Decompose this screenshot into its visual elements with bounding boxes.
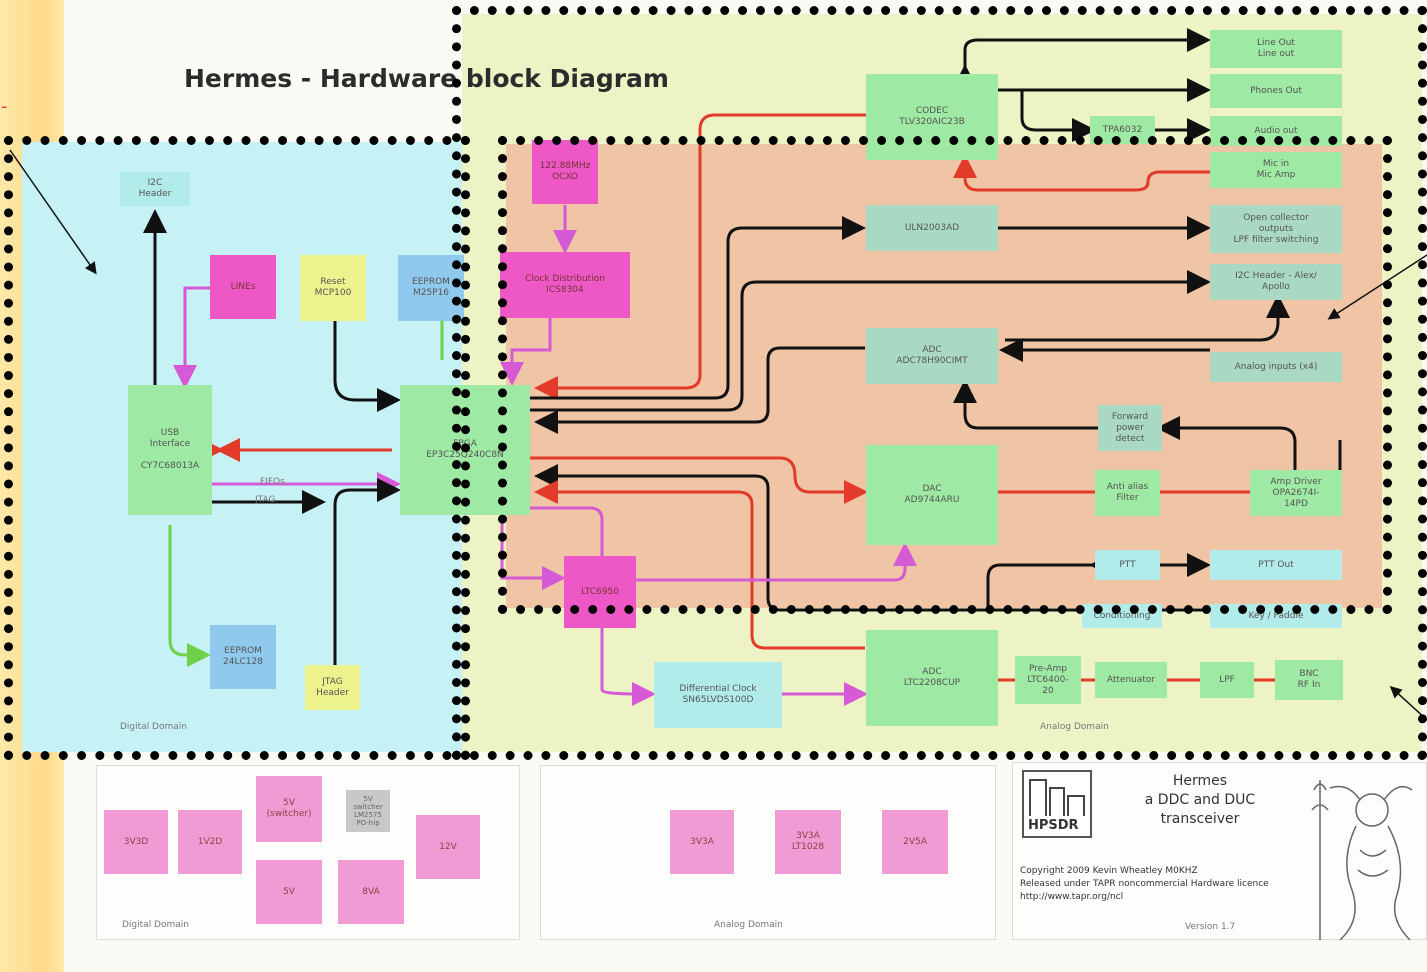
wire-pll-dac (636, 542, 917, 582)
clock-oscillator-block: 122.88MHz OCXO (532, 140, 598, 204)
hermes-figure-illustration (1311, 780, 1413, 941)
power-5v-switcher: 5V (switcher) (256, 776, 322, 842)
usb-interface-block: USB Interface CY7C68013A (128, 385, 212, 515)
eeprom-usb-block: EEPROM 24LC128 (210, 625, 276, 689)
power-1v2d: 1V2D (178, 810, 242, 874)
digital-domain-label: Digital Domain (120, 722, 187, 732)
wire-fpga-uln (530, 216, 866, 400)
power-8va: 8VA (338, 860, 404, 924)
wire-adc-fpga (534, 346, 865, 434)
power-3v3a: 3V3A (670, 810, 734, 874)
fpga-block: FPGA EP3C25Q240C8N (400, 385, 530, 515)
anti-alias-filter-block: Anti alias Filter (1095, 470, 1160, 516)
pointer-arrow-digital (9, 149, 97, 275)
hpsdr-logo-icon (1029, 779, 1085, 816)
footer-heading-3: transceiver (1160, 811, 1240, 827)
license-text: Released under TAPR noncommercial Hardwa… (1020, 879, 1269, 889)
differential-clock-block: Differential Clock SN65LVDS100D (654, 662, 782, 728)
power-3v3d: 3V3D (104, 810, 168, 874)
hpsdr-logo-text: HPSDR (1028, 818, 1079, 833)
cut-off-marker: - (1, 96, 8, 117)
wire-reset-fpga (333, 320, 401, 412)
ptt-out-block: PTT Out (1210, 550, 1342, 580)
mic-in-block: Mic in Mic Amp (1210, 152, 1342, 188)
analog-domain-label: Analog Domain (1040, 722, 1109, 732)
wire-fwd-adc (953, 379, 1098, 430)
i2c-header-block: I2C Header (120, 172, 190, 206)
ptt-block: PTT (1095, 550, 1160, 580)
footer-heading-2: a DDC and DUC (1144, 792, 1256, 808)
power-12v: 12V (416, 815, 480, 879)
conditioning-block: Conditioning (1082, 604, 1162, 628)
wire-fpga-dac (530, 456, 868, 504)
lpf-block: LPF (1200, 662, 1254, 698)
wire-usb-eeprom (168, 525, 211, 667)
switcher-note: 5V switcher LM2575 PO-hip (346, 790, 390, 832)
audio-out-block: Audio out (1210, 116, 1342, 146)
diagram-title: Hermes - Hardware block Diagram (184, 64, 669, 93)
amp-driver-block: Amp Driver OPA2674I- 14PD (1250, 470, 1342, 516)
tpa-amp-block: TPA6032 (1090, 116, 1155, 144)
pll-block: LTC6950 (564, 556, 636, 628)
footer-heading-1: Hermes (1172, 773, 1228, 789)
attenuator-block: Attenuator (1095, 662, 1167, 698)
fifo-label: FIFOs (260, 477, 285, 487)
i2c-header-alex-block: I2C Header - Alex/ Apollo (1210, 264, 1342, 300)
power-5v: 5V (256, 860, 322, 924)
wire-dist-fpga (500, 318, 552, 386)
digital-power-label: Digital Domain (122, 920, 189, 930)
copyright-text: Copyright 2009 Kevin Wheatley M0KHZ (1020, 866, 1198, 876)
wire-adc-alex (1005, 294, 1290, 342)
pointer-arrow-analog (1389, 685, 1427, 721)
line-out-block: Line Out Line out (1210, 30, 1342, 68)
wire-adc-main-fpga (534, 480, 865, 650)
bnc-rf-in-block: BNC RF In (1275, 660, 1343, 700)
jtag-label: JTAG (255, 495, 276, 505)
wire-codec-line (953, 28, 1211, 88)
wire-codec-fpga (534, 113, 866, 400)
codec-block: CODEC TLV320AIC23B (866, 74, 998, 160)
phones-out-block: Phones Out (1210, 74, 1342, 108)
clock-distribution-block: Clock Distribution ICS8304 (500, 252, 630, 318)
wire-fpga-pll (500, 520, 566, 590)
preamp-block: Pre-Amp LTC6400- 20 (1015, 656, 1081, 704)
power-2v5a: 2V5A (882, 810, 948, 874)
key-paddle-block: Key / Paddle (1210, 604, 1342, 628)
uln-driver-block: ULN2003AD (866, 205, 998, 251)
lines-block: LINEs (210, 255, 276, 319)
pointer-arrow-rf (1327, 254, 1427, 320)
power-3v3a-lt1028: 3V3A LT1028 (775, 810, 841, 874)
open-collector-block: Open collector outputs LPF filter switch… (1210, 205, 1342, 253)
hpsdr-logo: HPSDR (1022, 770, 1092, 838)
wire-lines-usb (173, 286, 210, 389)
jtag-header-block: JTAG Header (305, 665, 360, 710)
wire-ptt (986, 553, 1113, 608)
wire-amp-fwd (1156, 416, 1297, 470)
wire-codec-tpa (1020, 90, 1096, 142)
wire-jtag-fpga (333, 478, 401, 665)
dac-block: DAC AD9744ARU (866, 445, 998, 545)
wire-fpga-i2c (530, 270, 1211, 412)
eeprom-fpga-block: EEPROM M25P16 (398, 255, 464, 321)
main-adc-block: ADC LTC2208CUP (866, 630, 998, 726)
forward-power-block: Forward power detect (1098, 405, 1162, 451)
reset-block: Reset MCP100 (300, 255, 366, 321)
aux-adc-block: ADC ADC78H90CIMT (866, 328, 998, 384)
wire-mic-codec (953, 154, 1210, 192)
version-text: Version 1.7 (1185, 922, 1236, 932)
analog-power-label: Analog Domain (714, 920, 783, 930)
analog-inputs-block: Analog inputs (x4) (1210, 352, 1342, 382)
license-url: http://www.tapr.org/ncl (1020, 892, 1124, 902)
